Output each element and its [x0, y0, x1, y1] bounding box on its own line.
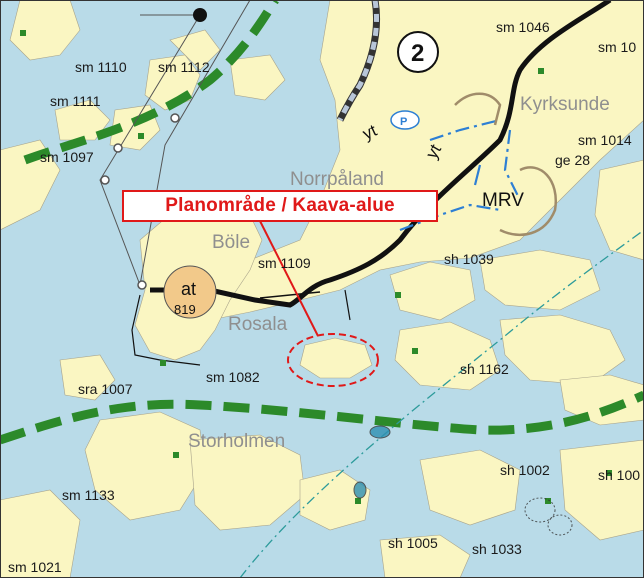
boundary-lines — [131, 289, 351, 366]
at-zone-circle[interactable] — [163, 265, 217, 319]
place-bole: Böle — [212, 232, 250, 253]
region-number-circle — [397, 31, 439, 73]
label-sh1002: sh 1002 — [500, 462, 550, 478]
zone-mrv: MRV — [482, 190, 524, 211]
parking-marker — [390, 110, 420, 130]
main-road — [150, 0, 612, 308]
fairway-line — [239, 229, 644, 578]
place-kyrksunde: Kyrksunde — [520, 94, 610, 115]
place-rosala: Rosala — [228, 314, 288, 335]
plan-area-outline[interactable] — [287, 333, 379, 387]
label-sh1033: sh 1033 — [472, 541, 522, 557]
place-norrpaland: Norrpåland — [290, 169, 384, 190]
road-dashed — [337, 0, 380, 122]
label-sm1046: sm 1046 — [496, 19, 550, 35]
node-dot — [193, 8, 207, 22]
at-zone-number: 819 — [174, 302, 196, 317]
label-sm1021: sm 1021 — [8, 559, 62, 575]
label-sm1112: sm 1112 — [158, 59, 210, 75]
label-sh100x: sh 100 — [598, 467, 640, 483]
blue-boundary — [399, 118, 521, 232]
label-sra1007: sra 1007 — [78, 381, 133, 397]
label-sm10x: sm 10 — [598, 39, 636, 55]
power-nodes — [100, 113, 180, 290]
label-sm1133: sm 1133 — [62, 487, 115, 503]
label-sm1110: sm 1110 — [75, 59, 127, 75]
label-sm1109: sm 1109 — [258, 255, 311, 271]
at-zone-label: at — [181, 279, 196, 299]
region-number: 2 — [411, 40, 424, 67]
plan-leader-line — [259, 220, 319, 337]
green-boundary-north — [23, 0, 279, 165]
label-sh1039: sh 1039 — [444, 251, 494, 267]
label-sm1082: sm 1082 — [206, 369, 260, 385]
brown-contours — [454, 92, 558, 237]
label-sh1162: sh 1162 — [460, 361, 509, 377]
side-road — [259, 291, 321, 299]
label-sm1111: sm 1111 — [50, 93, 101, 109]
label-ge28: ge 28 — [555, 152, 590, 168]
place-storholmen: Storholmen — [188, 431, 285, 452]
label-sm1014: sm 1014 — [578, 132, 632, 148]
label-sh1005: sh 1005 — [388, 535, 438, 551]
parking-label: P — [400, 116, 407, 128]
label-sm1097: sm 1097 — [40, 149, 94, 165]
site-markers — [20, 30, 612, 504]
green-boundary-south — [0, 390, 644, 445]
rock-markers — [353, 425, 573, 536]
power-lines — [99, 0, 251, 286]
plan-area-label-box[interactable]: Planområde / Kaava-alue — [122, 190, 438, 222]
